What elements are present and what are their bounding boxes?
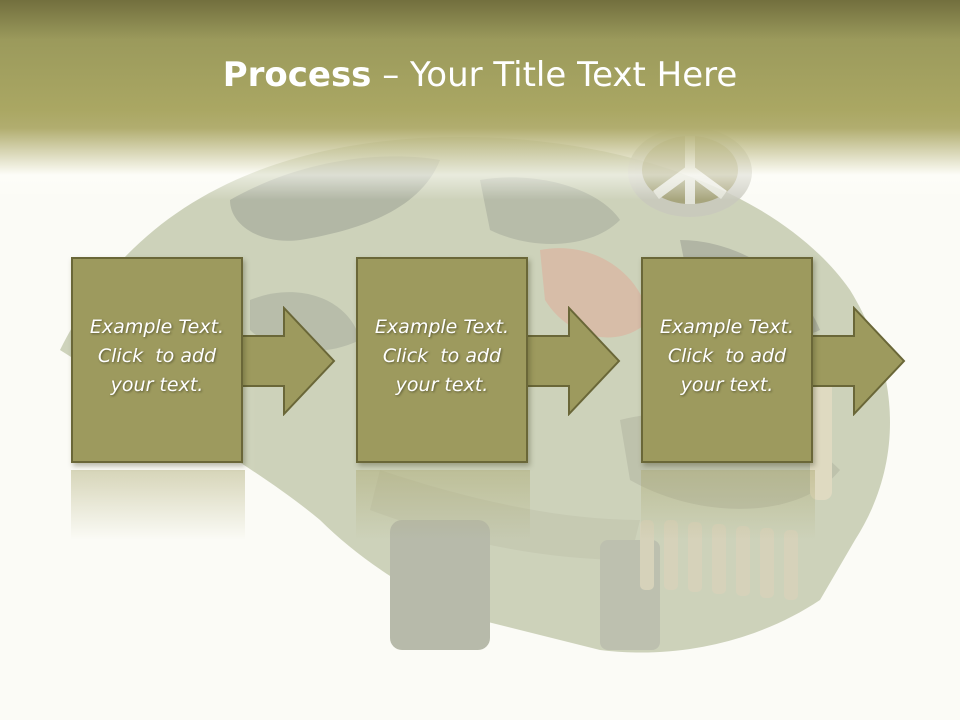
step-3-line-2: Click to add [667, 345, 787, 367]
step-2-line-1: Example Text. [374, 316, 510, 338]
step-1-line-2: Click to add [97, 345, 217, 367]
step-1-line-1: Example Text. [89, 316, 225, 338]
step-1-text: Example Text. Click to add your text. [77, 313, 237, 400]
step-1-line-3: your text. [110, 374, 204, 396]
arrow-right-icon [525, 306, 621, 416]
step-3-text: Example Text. Click to add your text. [647, 313, 807, 400]
step-2-text: Example Text. Click to add your text. [362, 313, 522, 400]
step-2-reflection [356, 470, 530, 540]
arrow-right-icon [810, 306, 906, 416]
step-2-line-2: Click to add [382, 345, 502, 367]
step-3-reflection [641, 470, 815, 540]
title-bar [0, 0, 960, 200]
process-step-1[interactable]: Example Text. Click to add your text. [71, 257, 243, 463]
title-rest: – Your Title Text Here [371, 55, 738, 95]
step-3-line-1: Example Text. [659, 316, 795, 338]
arrow-right-icon [240, 306, 336, 416]
step-1-reflection [71, 470, 245, 540]
title-bold: Process [222, 55, 372, 95]
slide-title[interactable]: Process – Your Title Text Here [0, 52, 960, 98]
process-step-3[interactable]: Example Text. Click to add your text. [641, 257, 813, 463]
step-3-line-3: your text. [680, 374, 774, 396]
process-step-2[interactable]: Example Text. Click to add your text. [356, 257, 528, 463]
step-2-line-3: your text. [395, 374, 489, 396]
